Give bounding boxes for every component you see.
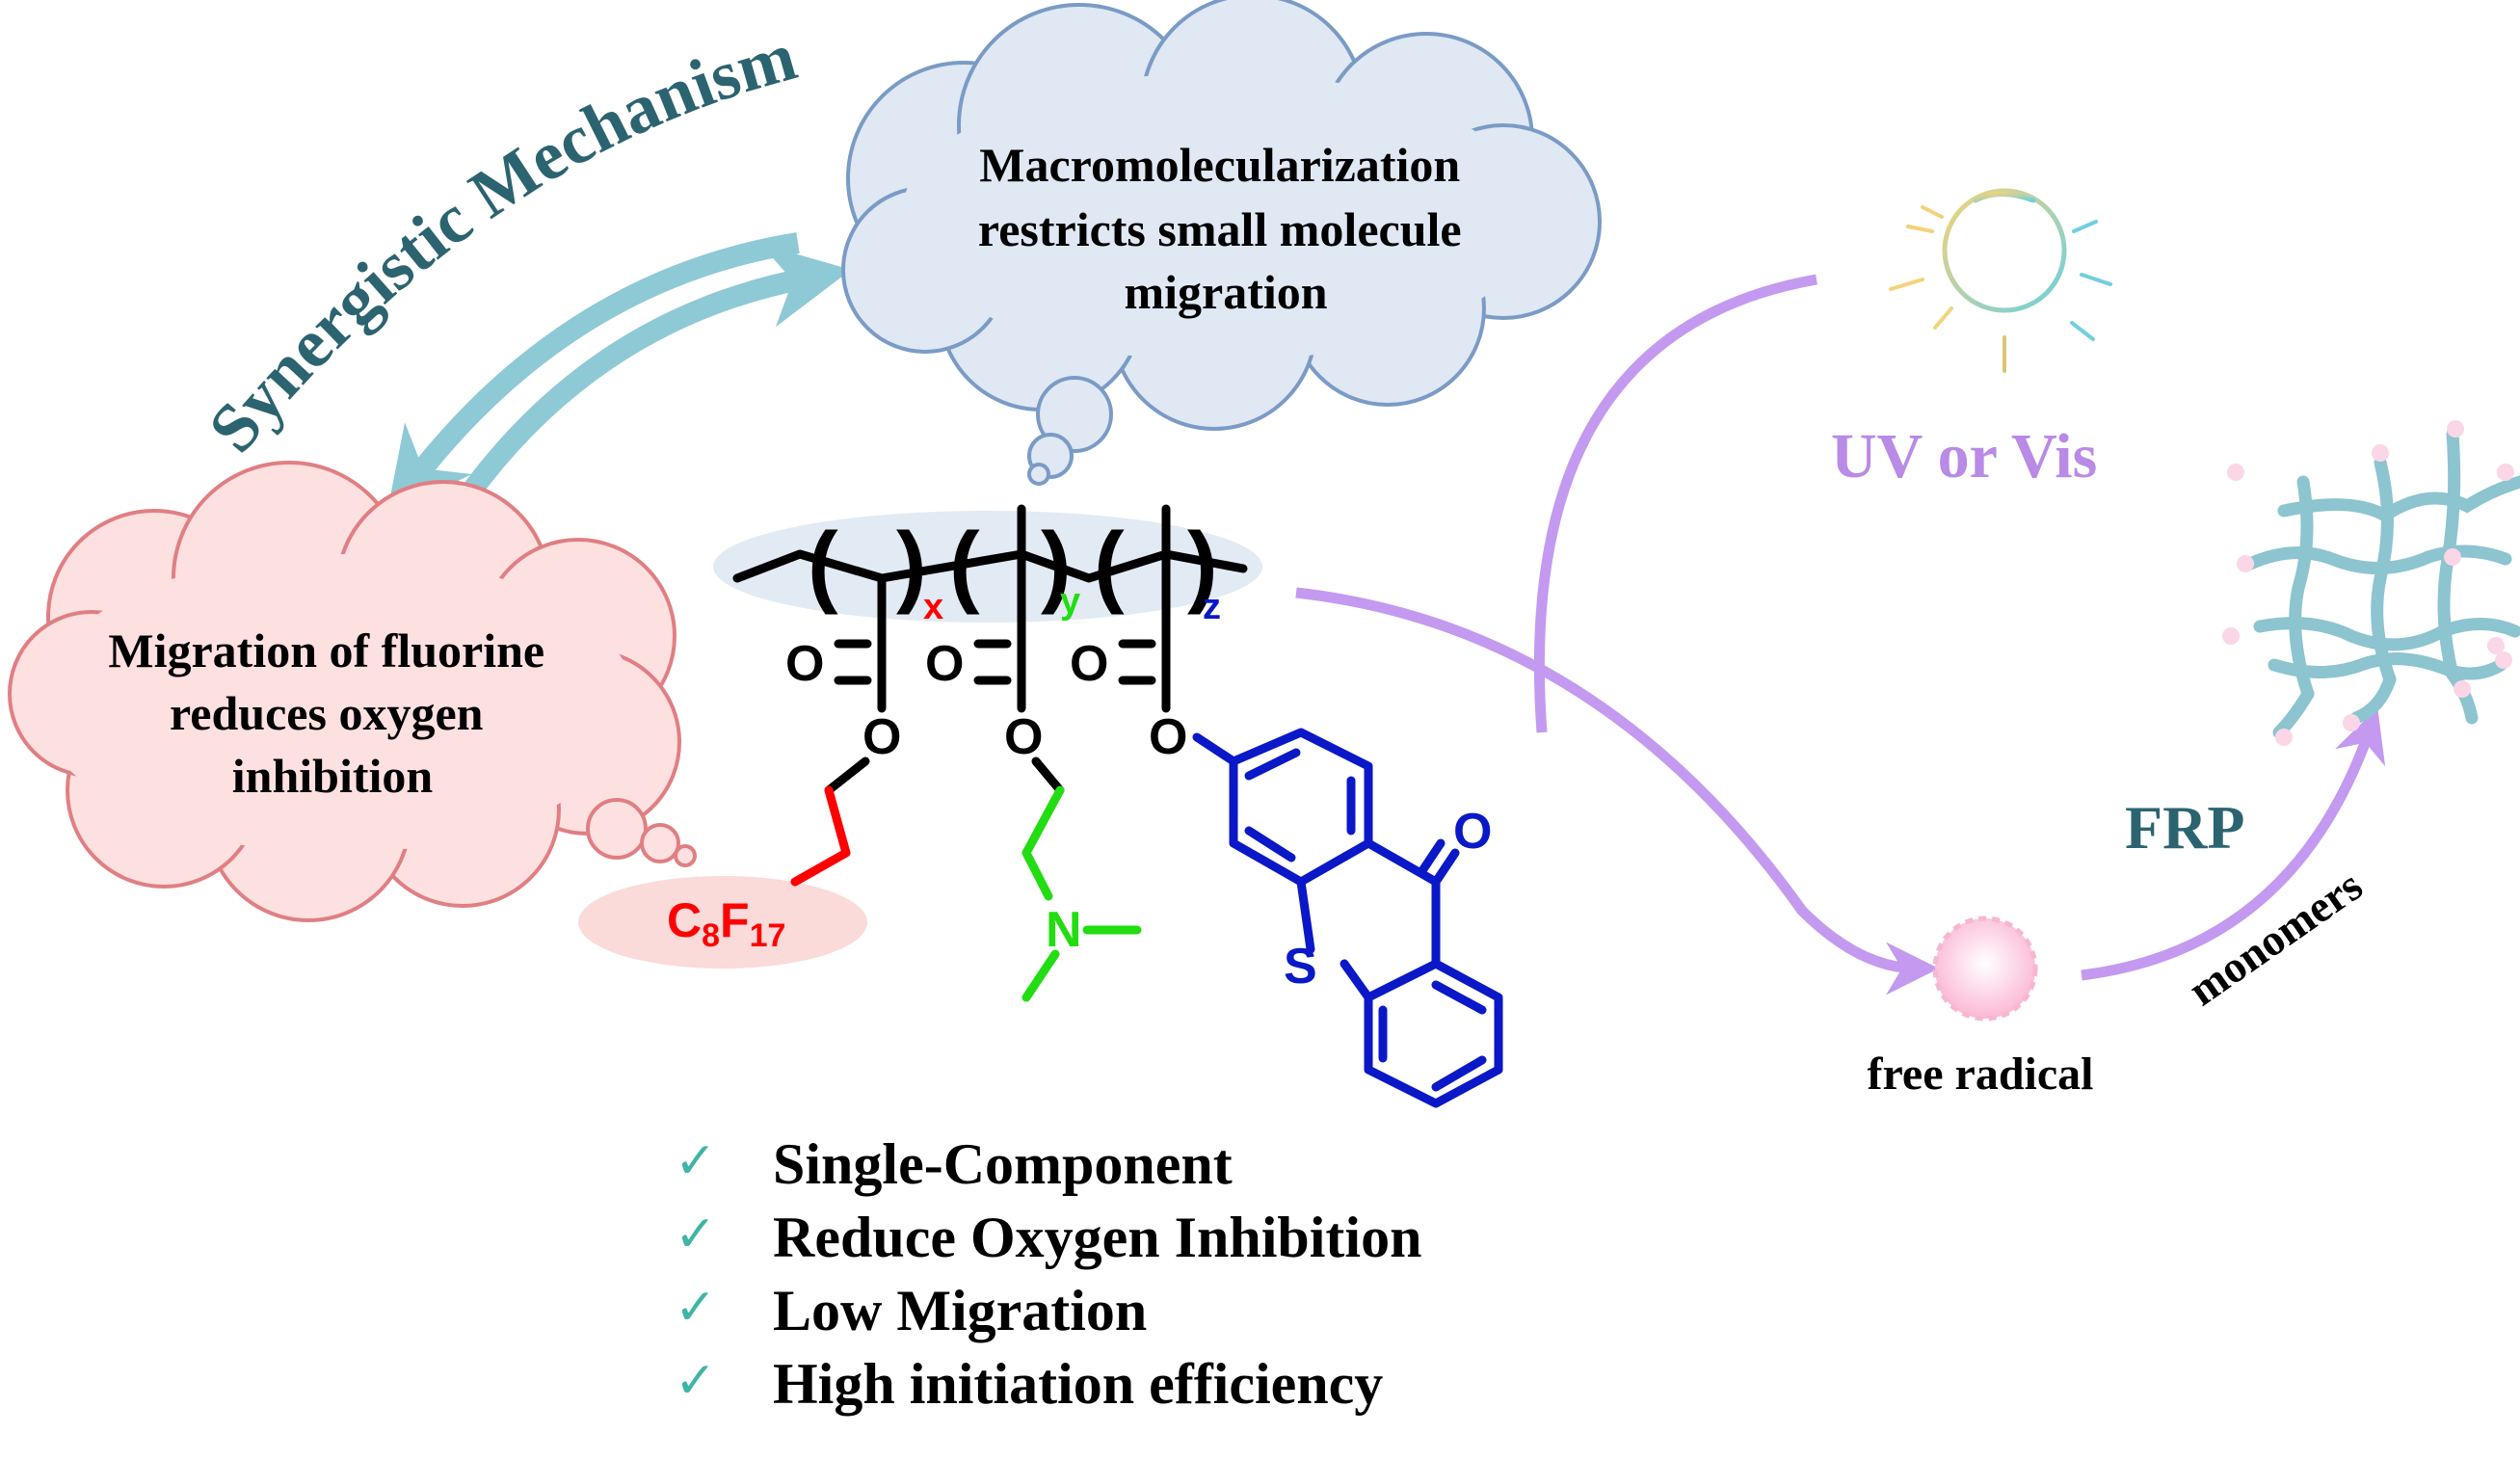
fluoro-chain	[790, 785, 851, 887]
feature-item: ✓ Reduce Oxygen Inhibition	[675, 1206, 1421, 1269]
cloud-left: Migration of fluorine reduces oxygen inh…	[8, 461, 697, 922]
ester-oxygen: O	[1004, 709, 1043, 765]
check-icon: ✓	[675, 1206, 717, 1263]
carbonyl-oxygen: O	[785, 636, 824, 692]
bracket: )	[1041, 514, 1072, 616]
carbonyl-oxygen: O	[925, 636, 964, 692]
arrow-to-radical	[1295, 587, 1939, 995]
sulfur-atom: S	[1284, 939, 1317, 995]
free-radical-icon	[1932, 916, 2038, 1022]
svg-text:Macromolecularization re: Macromolecularization restricts small mo…	[978, 138, 1473, 319]
fluoro-group: C8F17	[667, 893, 785, 954]
feature-item: ✓ Low Migration	[675, 1279, 1147, 1342]
bracket: (	[949, 514, 980, 616]
polymer-network-icon	[2222, 420, 2520, 746]
ketone-oxygen: O	[1453, 804, 1492, 860]
nitrogen-atom: N	[1046, 902, 1082, 958]
frp-label: FRP	[2125, 793, 2244, 862]
cloud-left-line-3: inhibition	[232, 749, 434, 803]
feature-text: Single-Component	[773, 1132, 1233, 1196]
amine-methyl	[1021, 949, 1060, 1002]
check-icon: ✓	[675, 1132, 717, 1190]
thioxanthone-group	[1229, 728, 1503, 1108]
bracket: )	[1187, 514, 1218, 616]
bracket: )	[896, 514, 927, 616]
bracket: (	[1094, 514, 1125, 616]
synergy-arrow-down	[386, 232, 800, 516]
cloud-top: Macromolecularization restricts small mo…	[841, 0, 1602, 486]
cloud-top-line-1: Macromolecularization	[979, 138, 1460, 192]
feature-list: ✓ Single-Component ✓ Reduce Oxygen Inhib…	[675, 1132, 1421, 1416]
light-label: UV or Vis	[1831, 421, 2097, 491]
thought-bubble	[1036, 376, 1113, 453]
cloud-left-line-1: Migration of fluorine	[108, 624, 544, 677]
feature-item: ✓ Single-Component	[675, 1132, 1233, 1196]
subscript-z: z	[1203, 587, 1221, 627]
synergy-arrows	[386, 232, 852, 516]
frp-arrow	[2081, 707, 2386, 981]
amine-chain	[1021, 785, 1065, 901]
bond	[1031, 757, 1065, 795]
feature-text: Low Migration	[773, 1279, 1147, 1342]
check-icon: ✓	[675, 1279, 717, 1337]
thought-bubble	[586, 798, 648, 860]
feature-text: High initiation efficiency	[773, 1352, 1383, 1416]
subscript-x: x	[923, 587, 943, 627]
cloud-left-line-2: reduces oxygen	[170, 686, 484, 740]
subscript-y: y	[1060, 581, 1080, 622]
fluoro-highlight	[578, 876, 867, 969]
thought-bubble	[1027, 463, 1050, 486]
thought-bubble	[674, 844, 697, 867]
svg-text:Migration of fluorine re: Migration of fluorine reduces oxygen inh…	[108, 624, 556, 803]
thought-bubble	[640, 823, 680, 863]
bond	[824, 757, 870, 795]
ester-oxygen: O	[862, 709, 901, 765]
carbonyl-oxygen: O	[1070, 636, 1108, 692]
polymer-structure: ( ) ( ) ( ) x y z O O C8F17 O O N	[578, 504, 1503, 1108]
check-icon: ✓	[675, 1352, 717, 1410]
synergy-arrow-up	[452, 243, 852, 513]
bracket: (	[808, 514, 838, 616]
bond	[1192, 732, 1238, 766]
free-radical-label: free radical	[1867, 1049, 2093, 1100]
feature-text: Reduce Oxygen Inhibition	[773, 1206, 1421, 1269]
ester-oxygen: O	[1149, 709, 1187, 765]
backbone-highlight	[713, 511, 1262, 623]
cloud-top-line-3: migration	[1124, 265, 1327, 319]
cloud-top-line-2: restricts small molecule	[978, 202, 1462, 256]
light-bulb-icon	[1889, 136, 2112, 373]
feature-item: ✓ High initiation efficiency	[675, 1352, 1383, 1416]
light-arc	[1533, 274, 1817, 733]
